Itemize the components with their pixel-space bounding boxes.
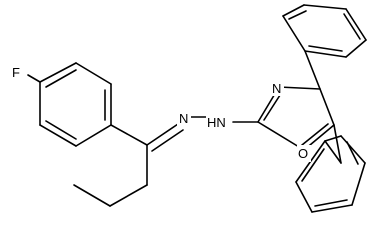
double-bond-inner (343, 13, 361, 40)
bond (110, 124, 148, 146)
double-bond-inner (346, 141, 359, 165)
atom-label-hydrazone-nh: HN (206, 112, 232, 130)
bond (75, 124, 112, 147)
label-mask (270, 79, 284, 96)
label-mask (206, 112, 232, 129)
atom-f: F (12, 65, 20, 80)
bond (324, 135, 342, 142)
bond (75, 62, 112, 85)
molecule-diagram: F N HN N O (11, 4, 367, 213)
atom-n: N (179, 111, 188, 126)
double-bond-inner (301, 148, 325, 182)
double-bond-inner (45, 120, 77, 140)
bond (278, 86, 321, 90)
label-mask (11, 63, 25, 80)
bond (351, 162, 366, 206)
bond (333, 124, 342, 164)
atom-label-oxazole-n: N (270, 79, 284, 96)
bond (304, 50, 321, 90)
double-bond-inner (288, 10, 307, 20)
bond (109, 184, 148, 207)
bond (39, 124, 77, 147)
bond (282, 4, 305, 17)
bond (340, 135, 366, 164)
bond (311, 204, 353, 213)
double-bond-inner (314, 199, 348, 207)
atom-label-oxazole-o: O (297, 145, 311, 162)
chemical-structure-canvas: F N HN N O (11, 4, 367, 213)
bond (282, 15, 306, 52)
label-mask (297, 145, 311, 162)
c-f-bond (27, 74, 41, 83)
double-bond-inner (308, 45, 343, 52)
double-bond-inner (301, 123, 329, 146)
atom-o: O (298, 146, 308, 161)
bond (319, 88, 335, 126)
atom-n: N (272, 81, 281, 96)
bond (146, 123, 179, 146)
atom-label-fluorine: F (11, 63, 25, 80)
hydrazone-chain (73, 116, 259, 207)
oxazole-ring (257, 86, 335, 151)
bond (345, 8, 367, 41)
bond (304, 50, 347, 58)
bond (345, 39, 367, 58)
bond (295, 181, 313, 213)
atom-label-hydrazone-n1: N (177, 109, 191, 126)
phenyl-ring-top (282, 4, 367, 90)
double-bond-inner (263, 91, 283, 121)
bond (39, 62, 77, 83)
fluorophenyl-ring (39, 62, 112, 147)
phenyl-ring-bottom (295, 124, 366, 213)
double-bond (151, 129, 184, 152)
bond (73, 184, 111, 207)
bond (303, 4, 347, 10)
double-bond-inner (45, 69, 77, 88)
bond (257, 121, 305, 151)
bond (324, 140, 342, 164)
atom-hn: HN (207, 115, 226, 130)
label-mask (177, 109, 191, 126)
